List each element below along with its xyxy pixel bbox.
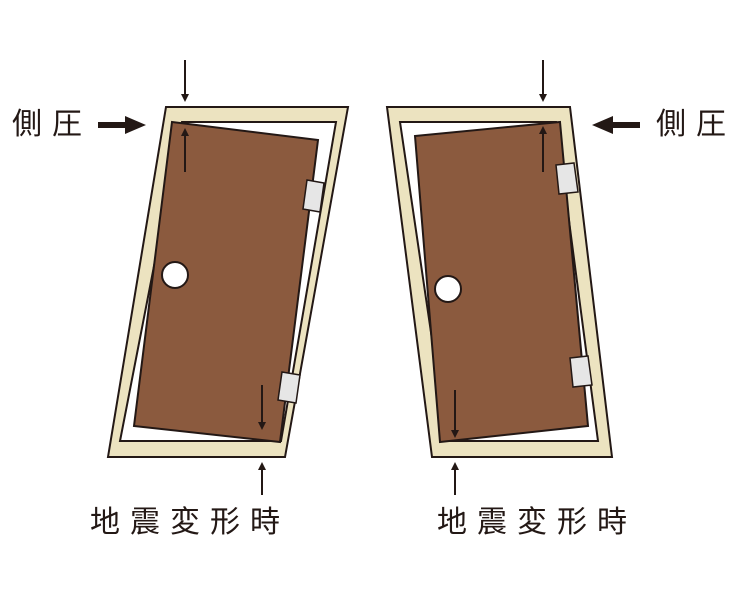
caption-left: 地震変形時 xyxy=(90,505,290,540)
right-door-knob xyxy=(434,275,462,303)
side-pressure-label-right: 側圧 xyxy=(656,107,735,142)
right-door-assembly xyxy=(385,60,640,495)
left-door-assembly xyxy=(98,60,350,495)
left-hinge-bottom xyxy=(277,371,301,404)
right-hinge-top xyxy=(555,162,579,195)
side-pressure-label-left: 側圧 xyxy=(12,107,92,142)
left-side-pressure-arrow xyxy=(98,116,146,134)
left-door-knob xyxy=(161,261,189,289)
right-hinge-bottom xyxy=(569,355,593,388)
caption-right: 地震変形時 xyxy=(437,505,637,540)
right-side-pressure-arrow xyxy=(592,116,640,134)
left-hinge-top xyxy=(302,179,325,213)
left-door-panel xyxy=(132,120,320,444)
right-door-panel xyxy=(413,120,590,444)
